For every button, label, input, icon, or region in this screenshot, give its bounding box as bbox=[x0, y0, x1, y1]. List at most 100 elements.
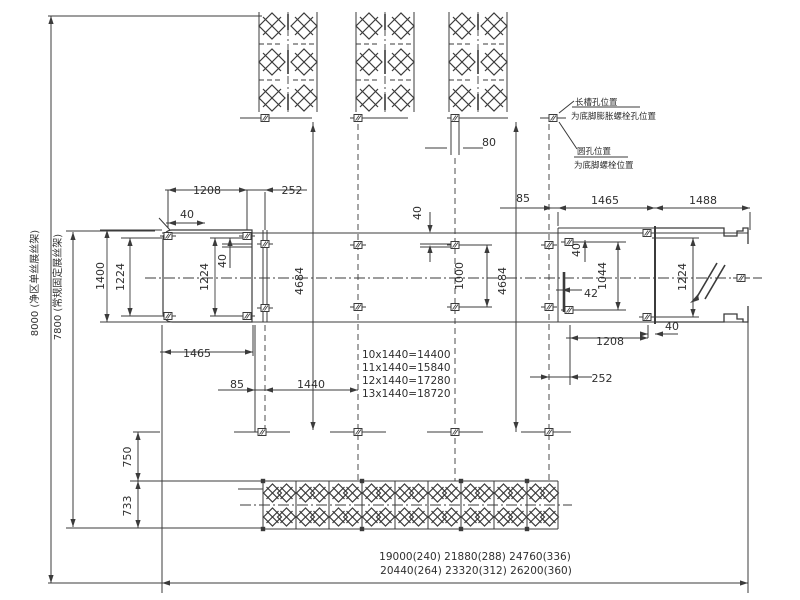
label-length_options_row1-2: 24760(336) bbox=[509, 551, 571, 563]
spool-symbol bbox=[441, 483, 462, 503]
bolt-symbol bbox=[447, 241, 463, 249]
spool-symbol bbox=[460, 483, 481, 503]
dimension-arrow bbox=[162, 580, 170, 586]
dimension-arrow bbox=[640, 335, 648, 341]
dimension-arrow bbox=[70, 519, 76, 527]
bolt-symbol bbox=[257, 304, 273, 312]
spool-symbol bbox=[448, 84, 476, 112]
bolt-symbol bbox=[561, 306, 577, 314]
dimension-arrow bbox=[427, 245, 433, 253]
spool-symbol bbox=[480, 48, 508, 76]
spool-symbol bbox=[394, 507, 415, 527]
spool-symbol bbox=[290, 12, 318, 40]
label-dimensions-rail_4684_left: 4684 bbox=[293, 267, 306, 295]
spool-symbol bbox=[525, 507, 546, 527]
label-dimensions-tl_252: 252 bbox=[282, 184, 303, 197]
label-dimensions-rb_1044: 1044 bbox=[596, 262, 609, 290]
bolt-symbol bbox=[639, 313, 655, 321]
spool-symbol bbox=[448, 12, 476, 40]
bolt-symbol bbox=[160, 312, 176, 320]
dimension-arrow bbox=[127, 238, 133, 246]
spool-symbol bbox=[262, 507, 283, 527]
label-notes-slot_desc: 为底脚膨胀螺栓孔位置 bbox=[571, 111, 657, 122]
spool-symbol bbox=[276, 507, 297, 527]
label-dimensions-tr_1465: 1465 bbox=[591, 194, 619, 207]
dimension-arrow bbox=[227, 238, 233, 246]
dimension-arrow bbox=[212, 308, 218, 316]
spool-symbol bbox=[408, 507, 429, 527]
dimension-arrow bbox=[135, 473, 141, 481]
bolt-symbol bbox=[257, 240, 273, 248]
dimension-arrow bbox=[310, 422, 316, 430]
dimension-arrow bbox=[245, 349, 253, 355]
label-dimensions-br_252: 252 bbox=[592, 372, 613, 385]
dimension-arrow bbox=[239, 187, 247, 193]
dimension-arrow bbox=[513, 124, 519, 132]
label-dimensions-rb_1224: 1224 bbox=[676, 263, 689, 291]
bolt-symbol bbox=[545, 114, 561, 122]
dimension-arrow bbox=[168, 220, 176, 226]
dimension-arrow bbox=[163, 349, 171, 355]
spool-symbol bbox=[474, 507, 495, 527]
dimension-arrow bbox=[104, 230, 110, 238]
right-end-bracket-top bbox=[655, 227, 749, 244]
label-dimensions-low_750: 750 bbox=[121, 447, 134, 468]
spool-symbol bbox=[258, 84, 286, 112]
dimension-arrow bbox=[544, 205, 552, 211]
spool-symbol bbox=[507, 507, 528, 527]
label-dimensions-rb_40: 40 bbox=[570, 243, 583, 257]
dimension-arrow bbox=[615, 302, 621, 310]
bolt-symbol bbox=[447, 114, 463, 122]
label-dimensions-v_1400: 1400 bbox=[94, 262, 107, 290]
spool-symbol bbox=[387, 12, 415, 40]
label-dimensions-low_733: 733 bbox=[121, 496, 134, 517]
spool-symbol bbox=[493, 483, 514, 503]
label-dimensions-br_40: 40 bbox=[665, 320, 679, 333]
label-dimensions-tr_85: 85 bbox=[516, 192, 530, 205]
dimension-arrow bbox=[513, 422, 519, 430]
spool-symbol bbox=[328, 483, 349, 503]
spool-symbol bbox=[375, 483, 396, 503]
spool-symbol bbox=[262, 483, 283, 503]
dimension-arrow bbox=[640, 331, 648, 337]
spool-symbol bbox=[342, 483, 363, 503]
label-dimensions-mid_40: 40 bbox=[411, 206, 424, 220]
spool-symbol bbox=[258, 12, 286, 40]
spool-symbol bbox=[328, 507, 349, 527]
bolt-symbol bbox=[639, 229, 655, 237]
label-dimensions-rail_4684_right: 4684 bbox=[496, 267, 509, 295]
spool-symbol bbox=[361, 483, 382, 503]
spool-symbol bbox=[387, 84, 415, 112]
bolt-symbol bbox=[541, 241, 557, 249]
spool-group bbox=[355, 12, 415, 112]
spool-symbol bbox=[309, 507, 330, 527]
label-spacing_table-2: 12x1440=17280 bbox=[362, 375, 451, 387]
dimension-arrow bbox=[135, 432, 141, 440]
label-dimensions-overall_a: 8000 (净区单丝展丝架) bbox=[28, 230, 41, 337]
dimension-arrow bbox=[570, 335, 578, 341]
centerlines-layer bbox=[145, 277, 762, 506]
spool-group bbox=[258, 12, 318, 112]
dimension-arrow bbox=[647, 205, 655, 211]
dimension-arrow bbox=[310, 124, 316, 132]
bolt-symbol bbox=[350, 428, 366, 436]
spool-symbol bbox=[493, 507, 514, 527]
spool-symbol bbox=[480, 84, 508, 112]
spool-symbol bbox=[375, 507, 396, 527]
dimension-arrow bbox=[104, 314, 110, 322]
label-dimensions-mid_80: 80 bbox=[482, 136, 496, 149]
label-spacing_table-0: 10x1440=14400 bbox=[362, 349, 451, 361]
dimension-arrow bbox=[690, 309, 696, 317]
spool-symbol bbox=[507, 483, 528, 503]
label-length_options_row1-1: 21880(288) bbox=[444, 551, 506, 563]
left-base-frame bbox=[162, 229, 253, 323]
spool-symbol bbox=[295, 507, 316, 527]
dimension-arrow bbox=[690, 238, 696, 246]
dimension-arrow bbox=[350, 387, 358, 393]
bolt-symbol bbox=[733, 274, 749, 282]
label-dimensions-v_1224_outer: 1224 bbox=[114, 263, 127, 291]
break-symbol-arrow bbox=[690, 294, 699, 303]
spool-group bbox=[448, 12, 508, 112]
label-dimensions-tr_1488: 1488 bbox=[689, 194, 717, 207]
